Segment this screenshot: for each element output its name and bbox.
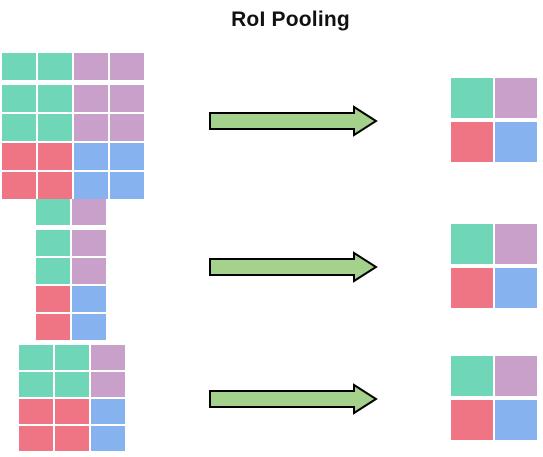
output-cell-purple [495, 78, 537, 118]
output-grid [451, 78, 537, 162]
input-cell-red [19, 399, 53, 424]
input-cell-red [36, 286, 70, 312]
input-cell-purple [110, 53, 144, 80]
output-cell-green [451, 356, 493, 396]
output-cell-purple [495, 356, 537, 396]
input-cell-blue [91, 399, 125, 424]
input-cell-green [55, 372, 89, 397]
input-cell-green [36, 230, 70, 256]
input-cell-green [19, 345, 53, 370]
input-cell-green [2, 53, 36, 80]
input-cell-blue [91, 426, 125, 451]
input-cell-blue [72, 286, 106, 312]
input-cell-red [36, 314, 70, 340]
pooling-row-1 [2, 53, 537, 199]
right-arrow-icon [209, 105, 378, 137]
output-grid [451, 356, 537, 440]
output-cell-red [451, 122, 493, 162]
input-cell-purple [72, 258, 106, 284]
output-cell-green [451, 224, 493, 264]
input-cell-purple [74, 53, 108, 80]
output-cell-red [451, 400, 493, 440]
input-cell-green [55, 345, 89, 370]
input-cell-purple [110, 85, 144, 112]
output-cell-purple [495, 224, 537, 264]
input-cell-green [19, 372, 53, 397]
input-cell-purple [91, 372, 125, 397]
input-cell-blue [74, 172, 108, 199]
input-cell-green [2, 85, 36, 112]
input-cell-red [38, 172, 72, 199]
input-cell-blue [74, 143, 108, 170]
input-cell-green [38, 114, 72, 141]
input-cell-red [38, 143, 72, 170]
input-cell-green [38, 85, 72, 112]
input-grid [36, 199, 106, 340]
input-cell-green [36, 199, 70, 225]
output-cell-blue [495, 268, 537, 308]
input-cell-purple [72, 199, 106, 225]
input-cell-blue [72, 314, 106, 340]
input-cell-purple [72, 230, 106, 256]
input-cell-red [55, 399, 89, 424]
input-grid [19, 345, 125, 451]
output-cell-green [451, 78, 493, 118]
input-cell-red [2, 172, 36, 199]
pooling-row-2 [36, 199, 537, 340]
input-cell-purple [91, 345, 125, 370]
rows-layer [2, 53, 537, 451]
input-cell-purple [74, 114, 108, 141]
input-grid [2, 53, 144, 199]
input-cell-red [55, 426, 89, 451]
right-arrow-icon [209, 251, 378, 283]
pooling-row-3 [19, 345, 537, 451]
input-cell-green [38, 53, 72, 80]
input-cell-blue [110, 172, 144, 199]
input-cell-purple [74, 85, 108, 112]
input-cell-red [19, 426, 53, 451]
input-cell-green [2, 114, 36, 141]
output-cell-blue [495, 400, 537, 440]
right-arrow-icon [209, 383, 378, 415]
input-cell-blue [110, 143, 144, 170]
output-cell-red [451, 268, 493, 308]
input-cell-green [36, 258, 70, 284]
output-grid [451, 224, 537, 308]
diagram-title: RoI Pooling [231, 8, 350, 31]
input-cell-purple [110, 114, 144, 141]
input-cell-red [2, 143, 36, 170]
output-cell-blue [495, 122, 537, 162]
